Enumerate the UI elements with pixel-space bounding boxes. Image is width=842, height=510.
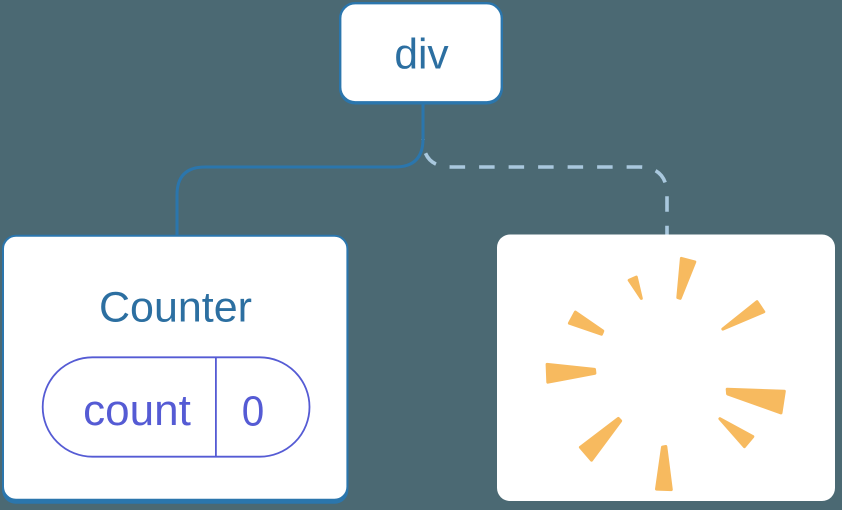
- svg-text:div: div: [394, 32, 449, 79]
- svg-text:count: count: [83, 386, 191, 435]
- svg-text:Counter: Counter: [99, 284, 252, 332]
- svg-text:0: 0: [242, 388, 265, 436]
